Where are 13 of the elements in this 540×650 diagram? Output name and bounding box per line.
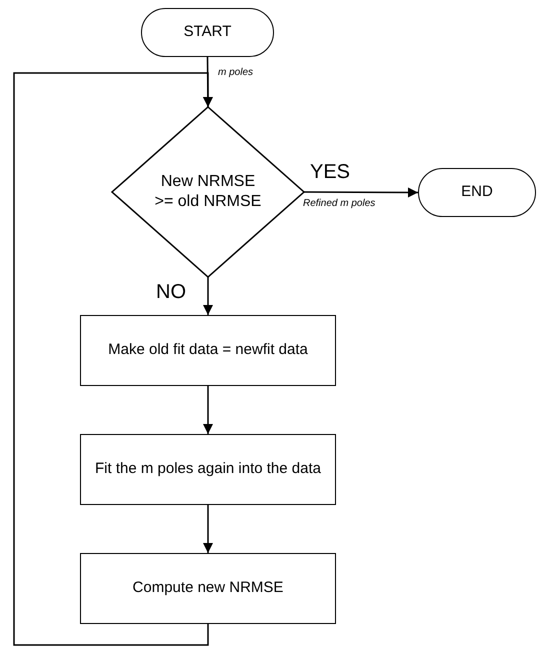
edge-label: m poles [218,68,254,78]
arrow [203,386,213,434]
arrow [203,505,213,553]
process-box: Make old fit data = newfit data [80,315,336,386]
terminal-pill: END [418,168,536,217]
terminal-pill: START [141,8,274,57]
decision-text: New NRMSE >= old NRMSE [154,172,262,212]
arrow [203,277,213,315]
arrow [13,72,213,646]
arrow [304,187,418,198]
process-box: Compute new NRMSE [80,553,336,624]
note-label: Refined m poles [303,199,376,209]
process-box: Fit the m poles again into the data [80,434,336,505]
